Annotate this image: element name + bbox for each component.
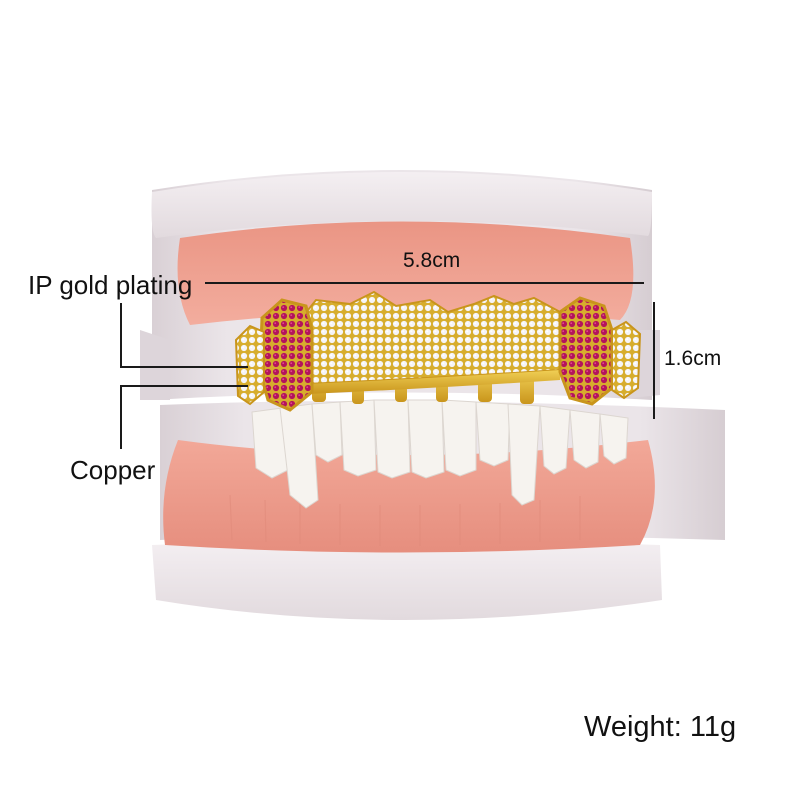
plating-leader-vertical [120, 303, 122, 367]
weight-label: Weight: 11g [584, 711, 737, 743]
copper-leader-vertical [120, 385, 122, 449]
height-label: 1.6cm [664, 347, 722, 370]
material-label-plating: IP gold plating [28, 270, 193, 300]
width-label: 5.8cm [403, 249, 461, 272]
plating-leader-horizontal [120, 366, 248, 368]
material-label-copper: Copper [70, 455, 156, 485]
copper-leader-horizontal [120, 385, 248, 387]
height-dimension-line [653, 302, 655, 419]
width-dimension-line [205, 282, 644, 284]
